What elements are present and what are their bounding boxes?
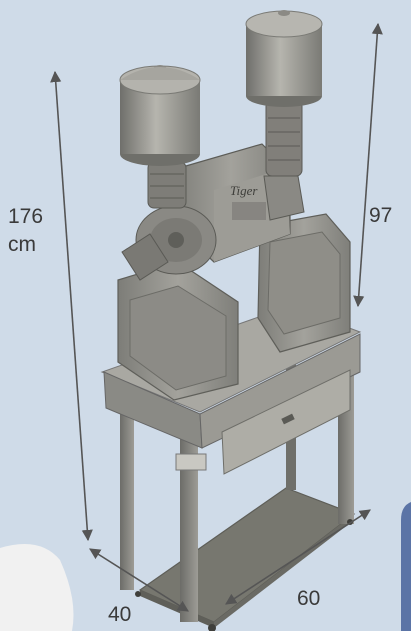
accent-panel [401,502,411,631]
height-total-value: 176 [8,205,44,228]
corner-decoration [0,544,74,631]
drawer-handle [281,413,295,425]
arrow-height-top [353,22,383,308]
height-total-unit: cm [8,233,36,256]
depth-value: 40 [108,603,132,626]
rating-plate [175,453,207,471]
left-collar [147,161,187,209]
arrow-width [225,509,371,605]
height-top-value: 97 [369,204,393,227]
caster [208,624,216,631]
cabinet-side [199,333,361,449]
right-collar [265,99,303,177]
left-spout [121,233,169,281]
width-value: 60 [297,587,321,610]
leg-back-left [120,394,134,590]
arrow-height-total [50,70,93,542]
arrow-depth [89,548,189,612]
brand-plate: Tiger [230,183,258,198]
right-spout [263,175,305,221]
